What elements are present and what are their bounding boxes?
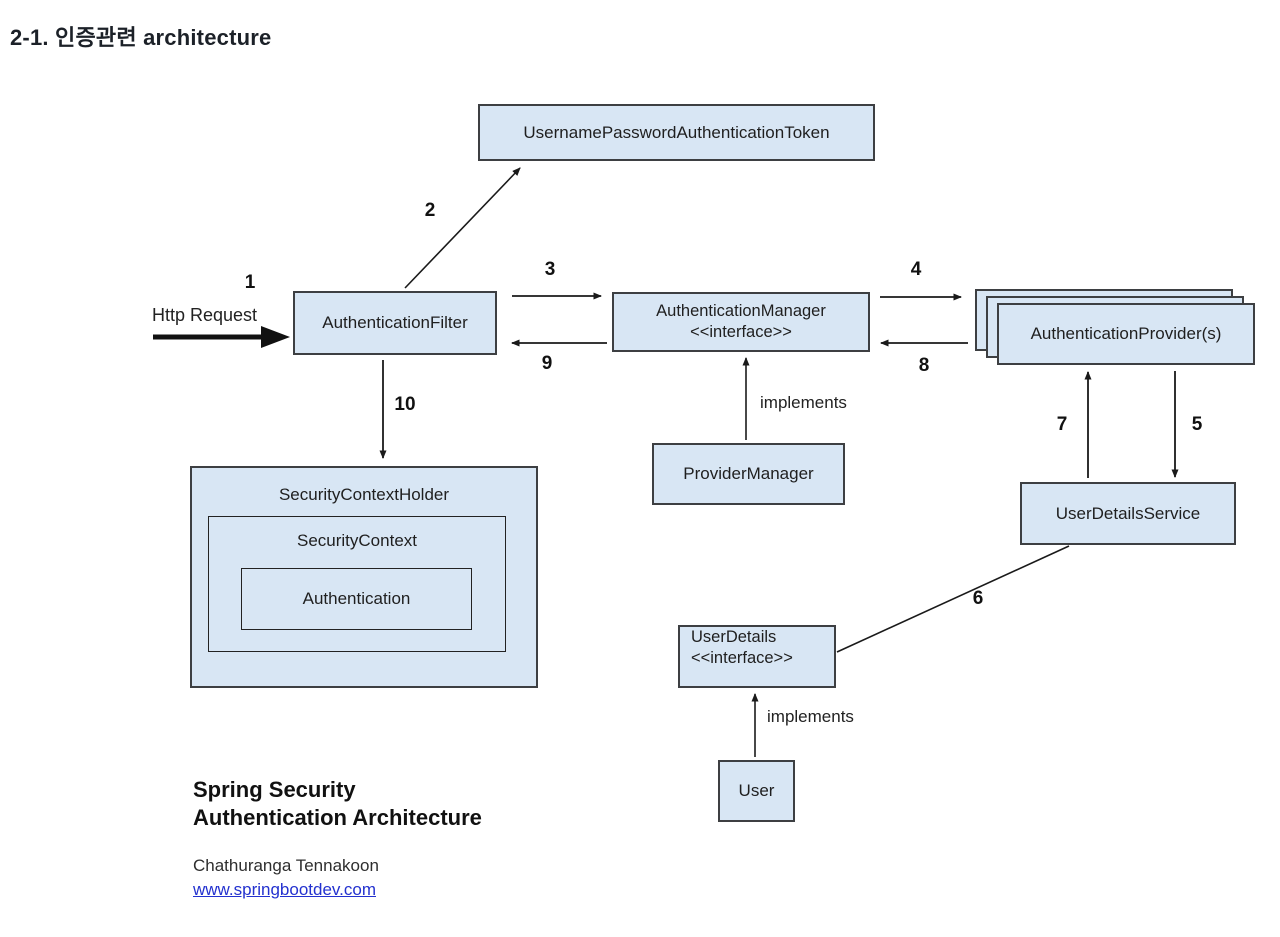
step-4: 4 (910, 259, 922, 280)
http-request-arrow (153, 326, 290, 348)
footer-title: Spring Security Authentication Architect… (193, 776, 482, 832)
footer-website-link[interactable]: www.springbootdev.com (193, 880, 376, 899)
node-label: User (738, 781, 775, 801)
implements-label-user: implements (767, 707, 854, 726)
node-label: SecurityContext (297, 531, 417, 550)
node-label: UsernamePasswordAuthenticationToken (523, 122, 830, 142)
step-10: 10 (394, 394, 416, 415)
node-label: SecurityContextHolder (278, 485, 450, 504)
footer-title-line1: Spring Security (193, 777, 356, 802)
step-8: 8 (918, 355, 930, 376)
step-3: 3 (544, 259, 556, 280)
line-6 (836, 545, 1070, 653)
node-label: AuthenticationProvider(s) (1030, 324, 1222, 344)
implements-label-provider-manager: implements (760, 393, 847, 412)
page-title: 2-1. 인증관련 architecture (10, 25, 272, 50)
node-authentication-providers: AuthenticationProvider(s) (997, 303, 1255, 365)
step-2: 2 (424, 200, 436, 221)
footer-title-line2: Authentication Architecture (193, 805, 482, 831)
step-1: 1 (244, 272, 256, 293)
node-stereotype: <<interface>> (690, 323, 792, 341)
node-label: Authentication (302, 589, 411, 609)
node-label: UserDetailsService (1055, 503, 1201, 523)
node-stereotype: <<interface>> (691, 648, 793, 667)
node-label: AuthenticationManager (656, 302, 826, 321)
node-authentication-filter: AuthenticationFilter (293, 291, 497, 355)
node-authentication: Authentication (241, 568, 472, 630)
node-label: ProviderManager (683, 464, 814, 484)
node-label: AuthenticationFilter (322, 313, 468, 333)
node-user: User (718, 760, 795, 822)
http-request-label: Http Request (152, 305, 258, 325)
node-user-details-service: UserDetailsService (1020, 482, 1236, 545)
node-provider-manager: ProviderManager (652, 443, 845, 505)
node-user-details: UserDetails <<interface>> (678, 625, 836, 688)
node-label: UserDetails (691, 628, 777, 646)
node-username-password-authentication-token: UsernamePasswordAuthenticationToken (478, 104, 875, 161)
step-5: 5 (1191, 414, 1203, 435)
step-9: 9 (541, 353, 553, 374)
node-security-context: SecurityContext (208, 516, 506, 652)
step-6: 6 (972, 588, 984, 609)
step-7: 7 (1056, 414, 1068, 435)
node-authentication-manager: AuthenticationManager <<interface>> (612, 292, 870, 352)
arrow-2 (404, 167, 521, 289)
footer-author: Chathuranga Tennakoon (193, 856, 379, 875)
